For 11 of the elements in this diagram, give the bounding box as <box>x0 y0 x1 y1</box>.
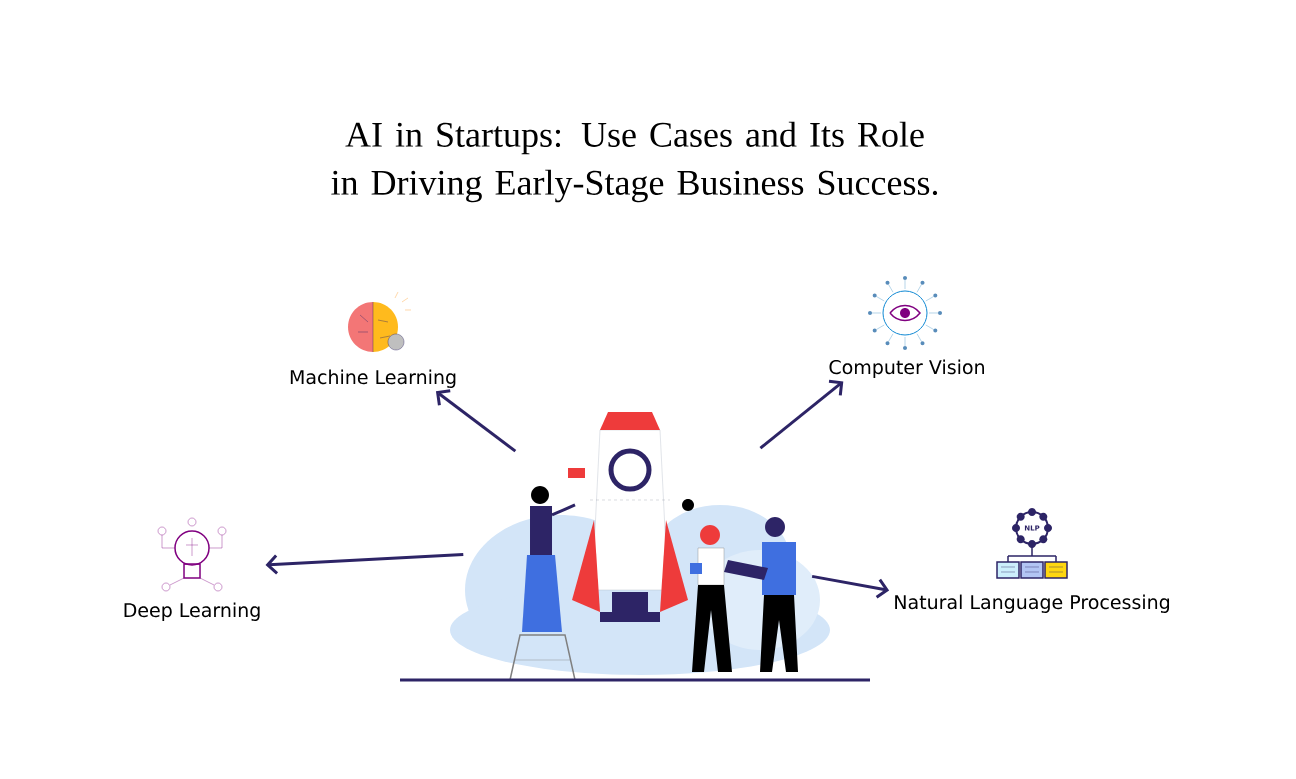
arrow <box>435 389 517 453</box>
arrow <box>811 574 890 599</box>
node-label: Computer Vision <box>829 359 984 378</box>
node-label: Natural Language Processing <box>895 594 1169 613</box>
rocket-illustration-drawing <box>400 412 870 682</box>
node-label: Deep Learning <box>124 602 260 621</box>
eye-circuit-icon <box>882 290 928 336</box>
arrow <box>759 379 844 450</box>
title: AI in Startups: Use Cases and Its Role in Driving Early-Stage Business Success. <box>331 121 938 203</box>
arrow <box>265 552 464 575</box>
node-label: Machine Learning <box>290 369 456 388</box>
